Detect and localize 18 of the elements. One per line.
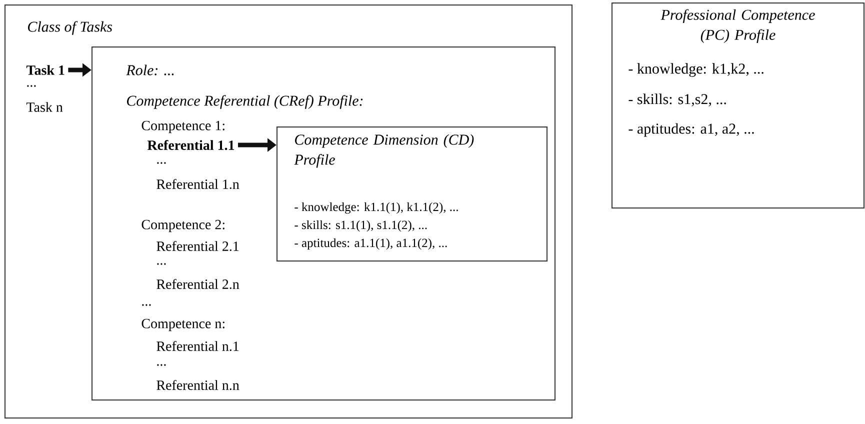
list-text: Referential 1.n xyxy=(156,178,240,190)
list-text: Referential 2.n xyxy=(156,278,240,290)
bold-text: Task 1 xyxy=(26,65,64,75)
list-text: ... xyxy=(157,263,166,265)
list-text: Competence n: xyxy=(142,318,224,332)
list-text: ... xyxy=(157,162,166,164)
frame-box: Competence Dimension (CD) Profile - knowledge: k1.1(1), k1.1(2), ... - skills: s1.1(1), s1.1(2), ... - aptitudes: a1.1(1), a1.1(2), ... xyxy=(276,126,548,262)
list-text: Competence 2: xyxy=(142,220,224,232)
list-text: Referential n.1 xyxy=(156,340,239,352)
list-text: ... xyxy=(27,85,36,87)
list-text: Competence 1: xyxy=(142,120,224,134)
list-text: Referential 2.1 xyxy=(156,240,239,252)
list-text: Task n xyxy=(26,102,63,112)
list-text: ... xyxy=(142,304,151,306)
frame-box: Professional Competence (PC) Profile - knowledge: k1,k2, ... - skills: s1,s2, ... - aptitudes: a1, a2, ... xyxy=(612,2,864,208)
bold-text: Referential 1.1 xyxy=(147,140,234,150)
list-text: Referential n.n xyxy=(156,380,240,390)
list-text: ... xyxy=(157,364,166,366)
